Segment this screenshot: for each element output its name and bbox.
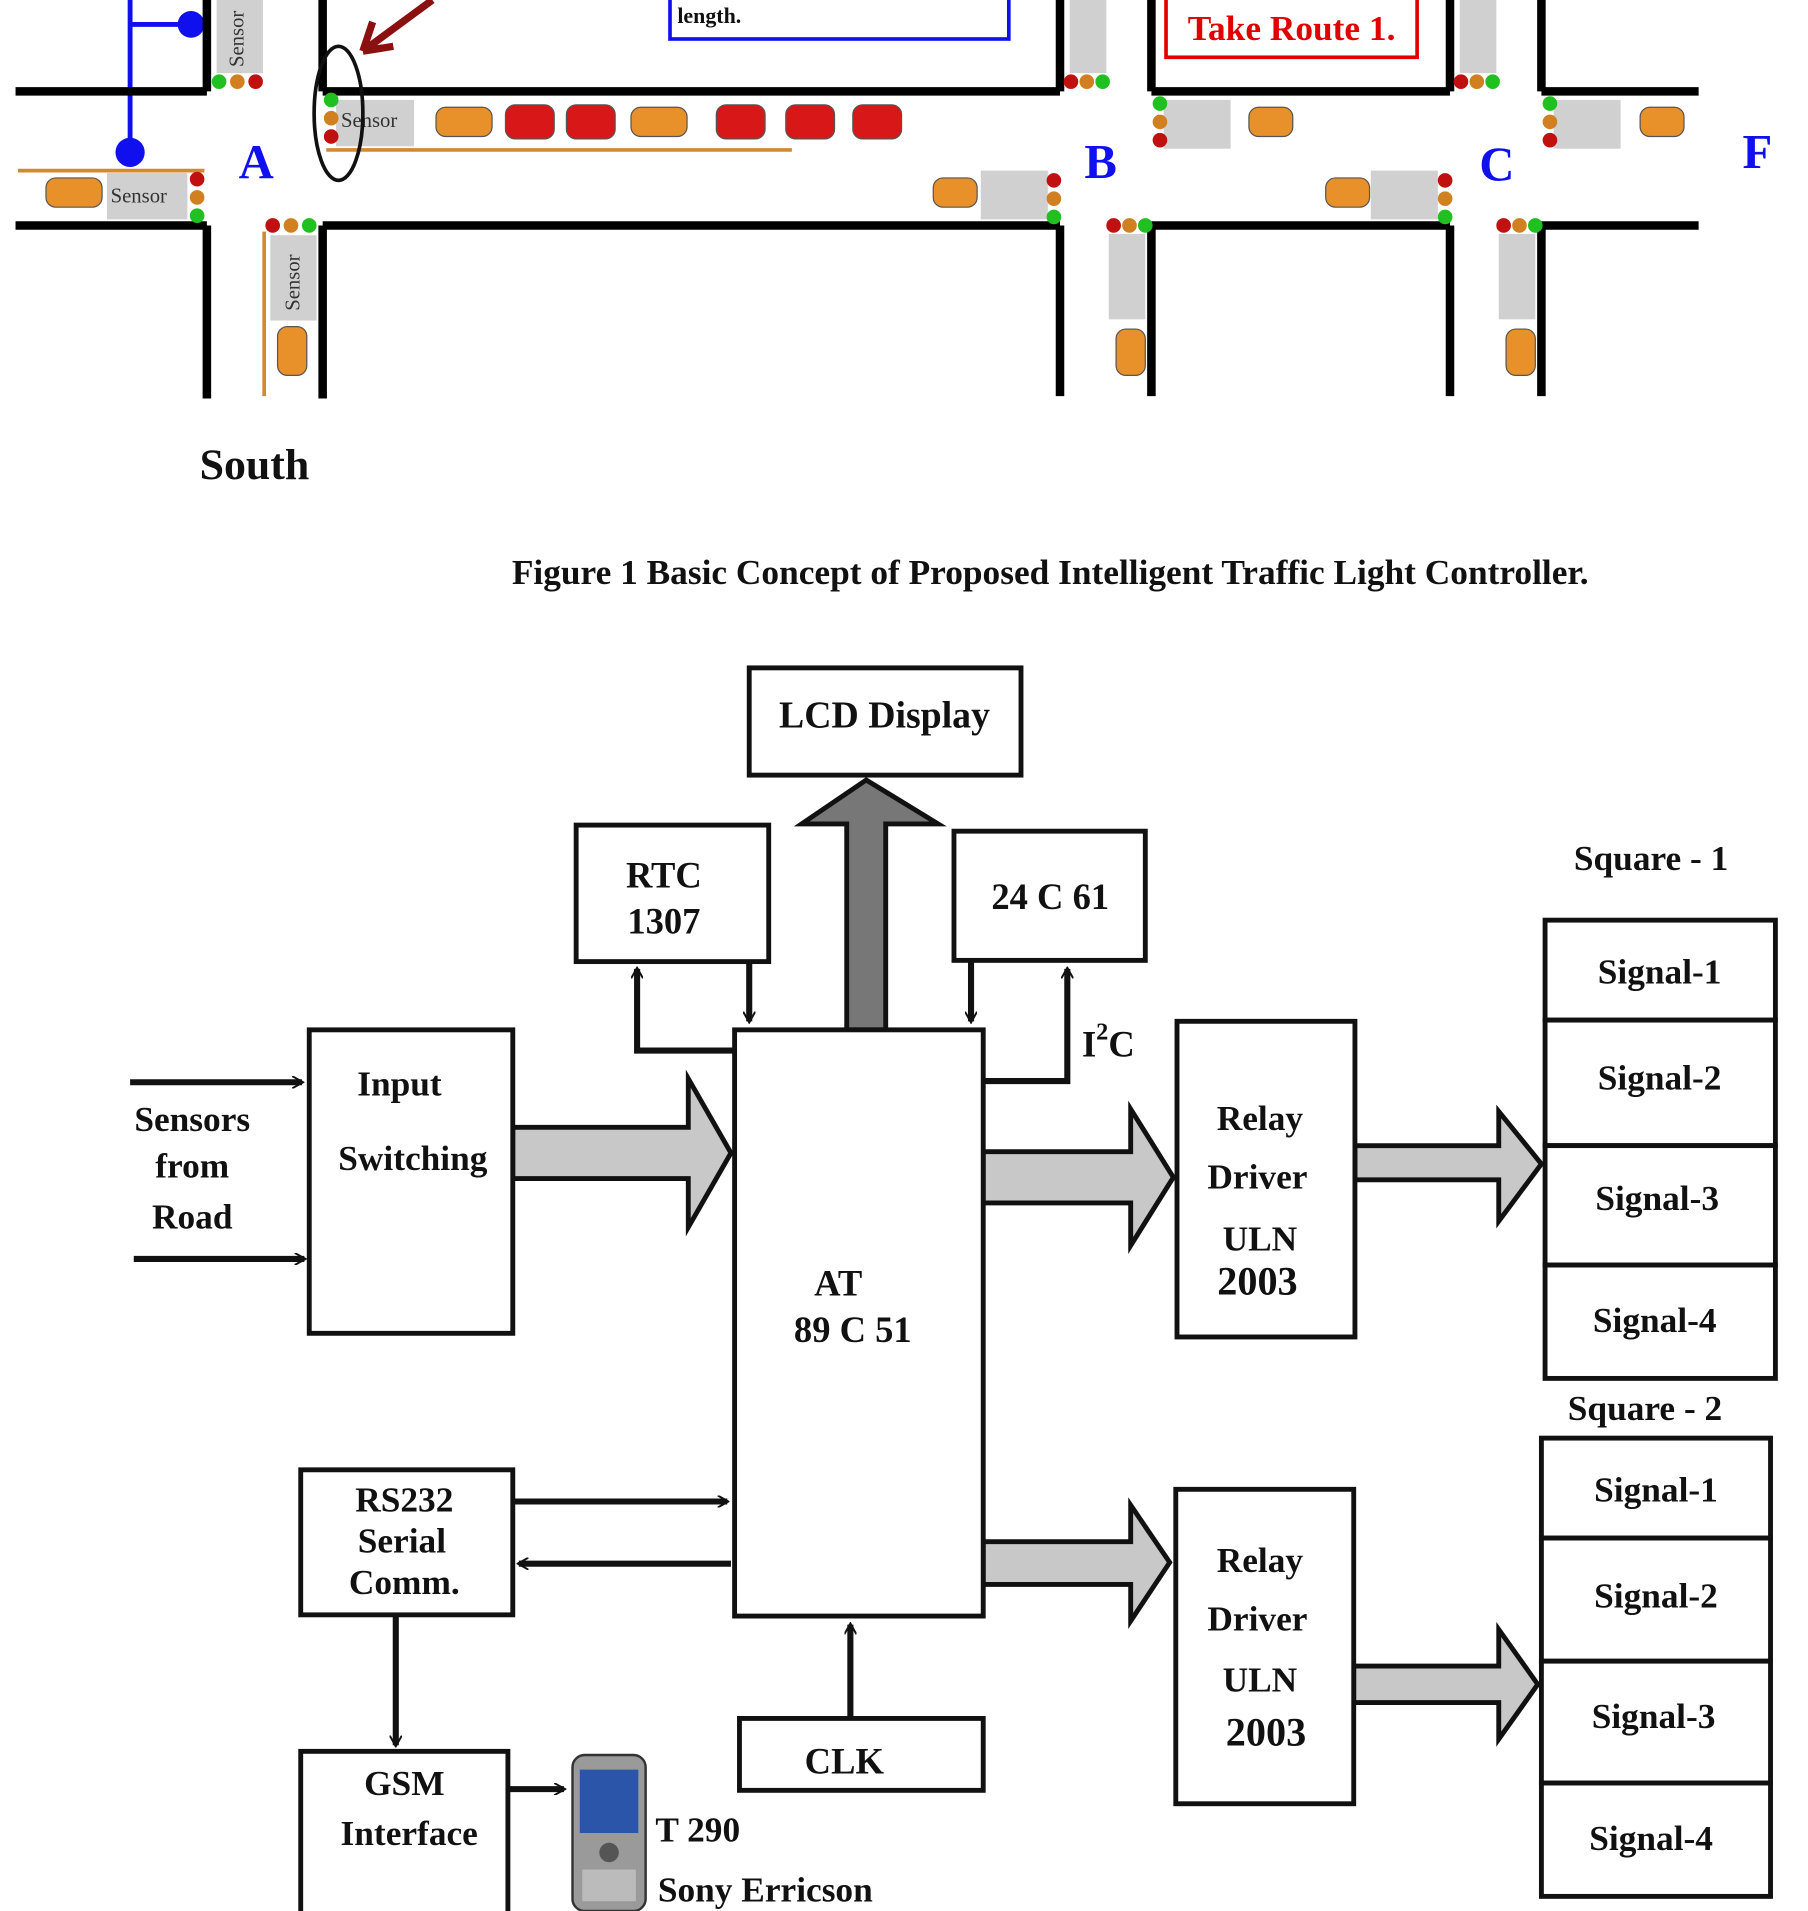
junction-label-c: C (1479, 137, 1514, 191)
sensors-label: from (155, 1146, 229, 1185)
square2-signal-4 (1538, 1780, 1773, 1899)
signal-label: Signal-2 (1598, 1059, 1722, 1098)
relay1-label: ULN (1223, 1219, 1298, 1258)
square1-signal-3 (1542, 1143, 1778, 1268)
mcu-to-eeprom-arrow (983, 969, 1067, 1085)
relay2-label: Relay (1217, 1541, 1304, 1580)
signal-lines (130, 960, 1067, 1789)
eeprom-label: 24 C 61 (991, 876, 1109, 917)
relay1-label: Relay (1217, 1099, 1304, 1138)
bus-arrow-input-to-mcu (510, 1069, 734, 1237)
relay-driver-2-block (1173, 1486, 1357, 1807)
info-box-text: length. (677, 3, 741, 28)
mcu-model: 89 C 51 (794, 1309, 912, 1350)
phone-model: T 290 (655, 1811, 740, 1850)
route-box (1164, 0, 1419, 60)
relay2-label: Driver (1207, 1600, 1307, 1639)
square1-signal-1 (1542, 917, 1778, 1023)
highlight-ellipse (312, 44, 365, 183)
info-box (668, 0, 1011, 41)
mobile-phone-icon (571, 1753, 647, 1911)
sensors-label: Road (152, 1198, 233, 1237)
signal-label: Signal-3 (1592, 1697, 1716, 1736)
square1-signal-2 (1542, 1017, 1778, 1149)
square2-title: Square - 2 (1568, 1389, 1722, 1428)
relay1-model: 2003 (1217, 1258, 1297, 1303)
junction-label-a: A (239, 135, 274, 189)
square2-signals: Signal-1 Signal-2 Signal-3 Signal-4 (1538, 1435, 1773, 1899)
square2-signal-2 (1538, 1535, 1773, 1664)
gsm-label: GSM (364, 1764, 444, 1803)
sensor-label: Sensor (341, 110, 397, 132)
lcd-display-label: LCD Display (779, 695, 990, 737)
gsm-interface-block (298, 1748, 511, 1911)
bus-arrow-relay1-to-square1 (1352, 1104, 1545, 1229)
lcd-display-block (746, 665, 1024, 778)
clk-label: CLK (805, 1740, 885, 1781)
gsm-label: Interface (341, 1814, 478, 1853)
rs232-label: RS232 (355, 1480, 453, 1519)
mcu-to-rtc-arrow (637, 969, 735, 1054)
rtc-model: 1307 (627, 901, 700, 942)
signal-label: Signal-4 (1589, 1819, 1713, 1858)
relay2-model: 2003 (1226, 1709, 1306, 1754)
sensor-label: Sensor (226, 11, 248, 67)
relay1-label: Driver (1207, 1157, 1307, 1196)
block-diagram: LCD Display RTC 1307 24 C 61 I2C Sensors… (130, 665, 1778, 1911)
figure-caption: Figure 1 Basic Concept of Proposed Intel… (512, 553, 1589, 592)
rtc-label: RTC (626, 854, 702, 895)
signal-label: Signal-1 (1598, 953, 1722, 992)
rtc-block (573, 822, 772, 965)
clk-block (737, 1716, 986, 1793)
relay2-label: ULN (1223, 1661, 1298, 1700)
square1-signals: Signal-1 Signal-2 Signal-3 Signal-4 (1542, 917, 1778, 1381)
rs232-block (298, 1467, 516, 1618)
signal-label: Signal-2 (1594, 1577, 1718, 1616)
direction-label-south: South (200, 441, 310, 489)
mcu-block (732, 1027, 986, 1619)
traffic-map: length. Take Route 1. Sensor Sensor Sens… (15, 0, 1773, 489)
rs232-label: Serial (358, 1522, 446, 1561)
sensor-label: Sensor (111, 185, 167, 207)
vehicles (45, 104, 1685, 376)
square1-title: Square - 1 (1574, 839, 1728, 878)
junction-label-b: B (1084, 135, 1117, 189)
bus-arrow-mcu-to-relay2 (980, 1497, 1173, 1629)
sensors: Sensor Sensor Sensor Sensor (106, 0, 1621, 321)
input-switching-block (306, 1027, 516, 1336)
sensors-label: Sensors (134, 1100, 250, 1139)
input-switching-label: Switching (338, 1139, 488, 1178)
signal-label: Signal-3 (1595, 1179, 1719, 1218)
square1-signal-4 (1542, 1262, 1778, 1381)
bus-arrow-mcu-to-relay1 (980, 1100, 1177, 1255)
traffic-lights (189, 74, 1558, 233)
pointer-arrow (359, 0, 435, 55)
eeprom-block (951, 828, 1148, 963)
route-box-text: Take Route 1. (1188, 9, 1396, 48)
bus-arrow-mcu-to-lcd (793, 777, 947, 1033)
junction-label-f: F (1743, 125, 1773, 179)
relay-driver-1-block (1174, 1018, 1358, 1340)
mcu-label: AT (814, 1263, 862, 1304)
sensor-label: Sensor (283, 254, 305, 310)
signal-label: Signal-1 (1594, 1471, 1718, 1510)
signal-label: Signal-4 (1593, 1301, 1717, 1340)
phone-brand: Sony Erricson (658, 1870, 873, 1909)
bus-arrow-relay2-to-square2 (1351, 1621, 1541, 1747)
input-switching-label: Input (357, 1065, 442, 1104)
sensor-wire (115, 0, 205, 167)
roads (15, 0, 1699, 399)
i2c-label: I2C (1082, 1019, 1135, 1065)
rs232-label: Comm. (349, 1563, 460, 1602)
